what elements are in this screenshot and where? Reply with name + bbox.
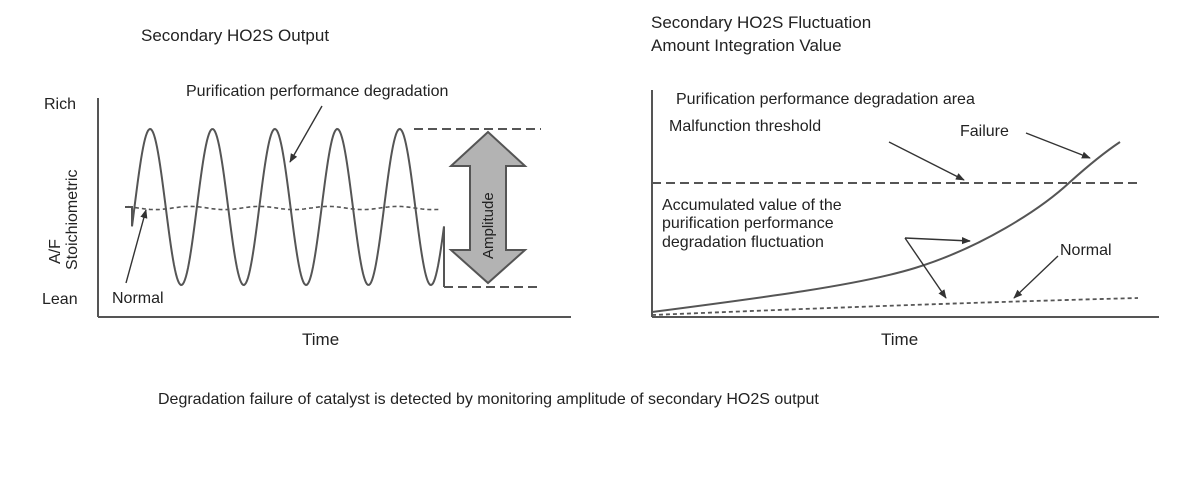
accumulated-label-line1: Accumulated value of the [662,197,842,214]
right-title-line2: Amount Integration Value [651,36,842,55]
normal-annotation: Normal [112,290,164,307]
right-title-line1: Secondary HO2S Fluctuation [651,13,871,32]
failure-accumulation-curve [651,141,1121,313]
degradation-annotation: Purification performance degradation [186,83,448,100]
normal-pointer-arrow [125,209,148,284]
accumulated-pointer-arrow-lower [904,237,947,299]
failure-label: Failure [960,123,1009,140]
normal-accumulation-curve [651,297,1139,316]
left-x-axis-label: Time [302,330,339,349]
accumulated-label-line3: degradation fluctuation [662,234,824,251]
left-title: Secondary HO2S Output [141,26,329,45]
normal-output-waveform [127,205,441,211]
amplitude-label: Amplitude [480,192,497,259]
right-x-axis-label: Time [881,330,918,349]
accumulated-label-line2: purification performance [662,215,834,232]
y-bottom-label: Lean [42,291,78,308]
left-panel: Secondary HO2S Output Rich Lean A/F Stoi… [42,26,571,349]
caption: Degradation failure of catalyst is detec… [158,391,819,408]
degraded-output-waveform [125,127,445,287]
normal-label-right: Normal [1060,242,1112,259]
normal-pointer-arrow-right [1013,255,1059,299]
amplitude-double-arrow [448,130,528,285]
failure-pointer-arrow [1025,132,1091,159]
y-axis-label-stoichiometric: Stoichiometric [64,170,81,270]
right-panel: Secondary HO2S Fluctuation Amount Integr… [651,13,1159,349]
y-axis-label-af: A/F [47,239,64,264]
malfunction-threshold-label: Malfunction threshold [669,118,821,135]
accumulated-pointer-arrow-upper [904,237,971,245]
threshold-pointer-arrow [888,141,965,181]
degradation-area-label: Purification performance degradation are… [676,91,975,108]
degradation-pointer-arrow [289,105,323,163]
y-top-label: Rich [44,96,76,113]
